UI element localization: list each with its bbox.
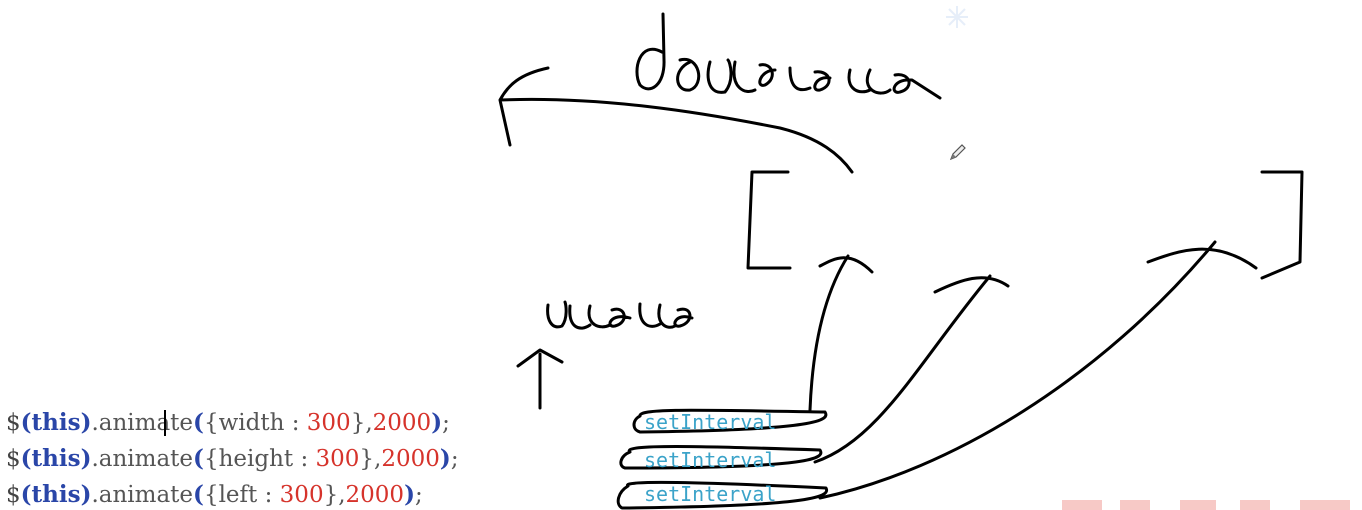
arrow-1	[808, 254, 874, 412]
arg-open: (	[193, 445, 204, 472]
dequeue-text-stroke	[635, 12, 942, 100]
method-name: .animate	[91, 410, 194, 436]
brace-open: {	[203, 446, 219, 472]
arg-open: (	[193, 409, 204, 436]
this-keyword: this	[31, 409, 81, 436]
arrow-2	[813, 274, 1010, 464]
brace-close: },	[359, 446, 382, 472]
dequeue-brace	[498, 66, 854, 174]
timer-ring-1	[632, 408, 828, 434]
brace-close: },	[350, 410, 373, 436]
timer-label-1: setInterval	[644, 410, 777, 434]
code-line-width[interactable]: $(this).animate({width : 300},2000);	[6, 408, 450, 438]
watermark-fragment	[1240, 500, 1270, 510]
arg-close: )	[404, 481, 415, 508]
timer-label-3: setInterval	[644, 482, 777, 506]
property-value: 300	[315, 446, 360, 472]
duration-value: 2000	[381, 446, 440, 472]
paren-close: )	[80, 445, 92, 472]
box-right-bracket	[1260, 170, 1304, 280]
text-cursor	[164, 410, 166, 436]
dollar-sign: $	[6, 482, 21, 508]
brace-close: },	[323, 482, 346, 508]
timer-ring-2	[619, 445, 823, 470]
paren-close: )	[80, 481, 92, 508]
arg-open: (	[193, 481, 204, 508]
timer-ring-3	[616, 480, 829, 510]
dollar-sign: $	[6, 446, 21, 472]
queue-text-stroke	[546, 300, 694, 330]
brace-open: {	[203, 410, 219, 436]
property-value: 300	[279, 482, 324, 508]
paren-open: (	[20, 445, 32, 472]
this-keyword: this	[31, 445, 81, 472]
code-line-height[interactable]: $(this).animate({height : 300},2000);	[6, 444, 459, 474]
watermark-fragment	[1120, 500, 1150, 510]
watermark-fragment	[1300, 500, 1350, 510]
arg-close: )	[439, 445, 451, 472]
sparkle-icon	[946, 6, 968, 28]
timer-label-2: setInterval	[644, 448, 777, 472]
paren-open: (	[20, 409, 32, 436]
semicolon: ;	[442, 410, 450, 436]
property-value: 300	[306, 410, 351, 436]
queue-arrow	[516, 348, 564, 410]
this-keyword: this	[31, 481, 81, 508]
semicolon: ;	[414, 482, 423, 508]
box-left-bracket	[746, 170, 792, 270]
property: height :	[218, 446, 316, 472]
arrow-3	[818, 240, 1258, 500]
watermark-fragment	[1180, 500, 1216, 510]
property: width :	[218, 410, 307, 436]
code-line-left[interactable]: $(this).animate({left : 300},2000);	[6, 480, 423, 510]
pencil-cursor-icon	[949, 144, 966, 161]
method-name: .animate	[91, 446, 194, 472]
duration-value: 2000	[372, 410, 432, 436]
arg-close: )	[431, 409, 443, 436]
paren-close: )	[80, 409, 92, 436]
semicolon: ;	[450, 446, 459, 472]
duration-value: 2000	[345, 482, 405, 508]
dollar-sign: $	[6, 410, 21, 436]
brace-open: {	[203, 482, 219, 508]
paren-open: (	[20, 481, 32, 508]
property: left :	[218, 482, 280, 508]
method-name: .animate	[91, 482, 194, 508]
watermark-fragment	[1062, 500, 1102, 510]
